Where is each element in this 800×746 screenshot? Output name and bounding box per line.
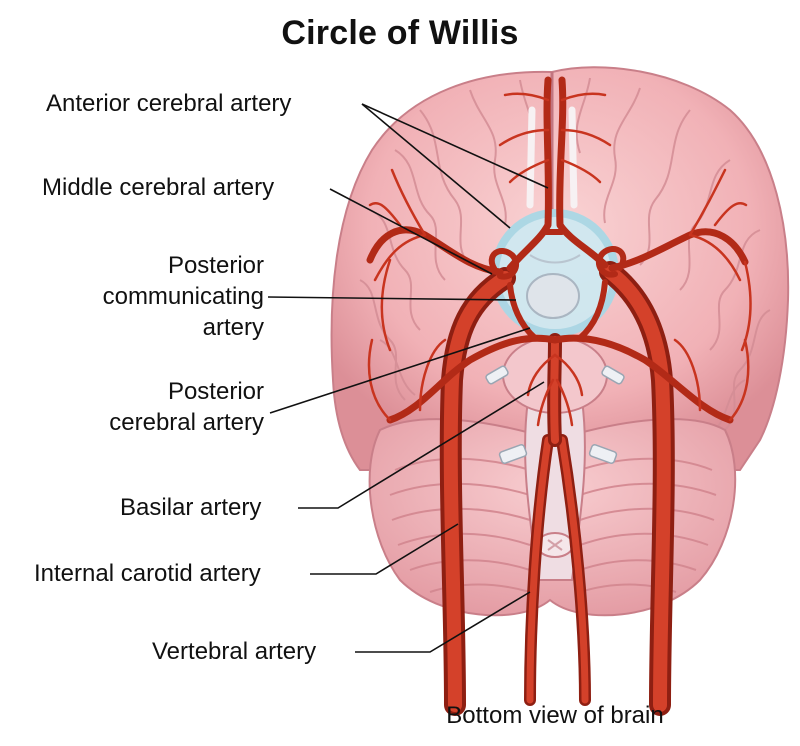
leader-vertebral xyxy=(355,591,531,653)
label-posterior-communicating-line1: Posterior xyxy=(167,252,264,279)
posterior-cerebral-left xyxy=(386,334,559,424)
label-posterior-communicating-line3: artery xyxy=(202,314,264,341)
label-posterior-cerebral-line1: Posterior xyxy=(167,378,264,405)
leader-anterior-cerebral-a xyxy=(361,103,549,189)
olfactory-tract-right xyxy=(568,106,578,209)
leader-basilar xyxy=(298,381,545,509)
label-posterior-communicating-line2: communicating xyxy=(102,283,264,310)
posterior-communicating-left xyxy=(507,282,538,341)
caption-bottom-view: Bottom view of brain xyxy=(446,702,664,729)
cranial-nerves xyxy=(485,365,625,464)
label-internal-carotid-artery: Internal carotid artery xyxy=(34,558,261,589)
leader-middle-cerebral xyxy=(329,188,493,275)
diagram-title: Circle of Willis xyxy=(281,14,519,52)
leader-lines xyxy=(267,103,549,653)
label-basilar-text: Basilar artery xyxy=(120,494,262,521)
label-posterior-cerebral-artery: Posterior cerebral artery xyxy=(60,376,264,438)
label-basilar-artery: Basilar artery xyxy=(120,492,261,523)
leader-posterior-cerebral xyxy=(269,327,531,414)
label-posterior-communicating-artery: Posterior communicating artery xyxy=(60,250,264,343)
label-anterior-cerebral-artery: Anterior cerebral artery xyxy=(46,88,291,119)
label-internal-carotid-text: Internal carotid artery xyxy=(34,560,261,587)
arterial-branches xyxy=(367,92,752,427)
label-middle-cerebral-artery: Middle cerebral artery xyxy=(42,172,274,203)
label-posterior-cerebral-line2: cerebral artery xyxy=(109,409,264,436)
label-middle-cerebral-text: Middle cerebral artery xyxy=(42,174,275,201)
label-vertebral-text: Vertebral artery xyxy=(152,638,317,665)
leader-posterior-communicating xyxy=(267,296,517,301)
olfactory-tract-left xyxy=(526,106,536,209)
pituitary-region xyxy=(526,273,580,319)
label-anterior-cerebral-text: Anterior cerebral artery xyxy=(46,90,292,117)
label-vertebral-artery: Vertebral artery xyxy=(152,636,316,667)
posterior-communicating-right xyxy=(577,279,608,341)
anterior-cerebral-right xyxy=(556,76,609,269)
anterior-cerebral-left xyxy=(506,76,552,272)
leader-anterior-cerebral-b xyxy=(361,103,511,229)
arteries xyxy=(366,76,749,716)
leader-internal-carotid xyxy=(310,523,459,575)
